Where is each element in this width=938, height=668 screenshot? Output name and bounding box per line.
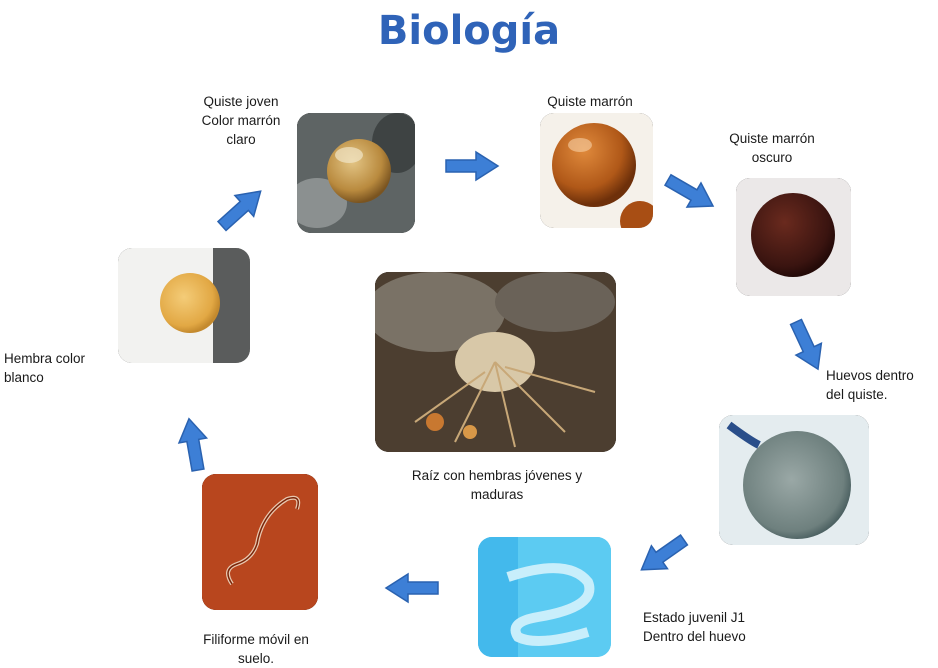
white-female-label: Hembra colorblanco xyxy=(4,349,104,387)
brown-cyst-label: Quiste marrón xyxy=(525,92,655,111)
arrow-brown-to-dark xyxy=(661,168,720,218)
eggs-in-cyst-label: Huevos dentrodel quiste. xyxy=(826,366,938,404)
arrow-young-to-brown xyxy=(446,152,498,180)
juvenile-j1-label: Estado juvenil J1Dentro del huevo xyxy=(643,608,783,646)
brown-cyst-photo xyxy=(540,113,653,228)
root-photo xyxy=(375,272,616,452)
young-cyst-photo xyxy=(297,113,415,233)
mobile-filiform-label: Filiforme móvil ensuelo. xyxy=(186,630,326,668)
arrow-filiform-to-female xyxy=(175,416,212,472)
eggs-in-cyst-photo xyxy=(719,415,869,545)
arrow-j1-to-filiform xyxy=(386,574,438,602)
root-label: Raíz con hembras jóvenes ymaduras xyxy=(382,466,612,504)
mobile-filiform-photo xyxy=(202,474,318,610)
arrow-dark-to-eggs xyxy=(783,316,830,375)
white-female-photo xyxy=(118,248,250,363)
arrow-female-to-young xyxy=(213,181,270,237)
arrow-eggs-to-j1 xyxy=(633,529,692,582)
juvenile-j1-photo xyxy=(478,537,611,657)
dark-brown-cyst-label: Quiste marrónoscuro xyxy=(712,129,832,167)
dark-brown-cyst-photo xyxy=(736,178,851,296)
young-cyst-label: Quiste jovenColor marrónclaro xyxy=(186,92,296,149)
page-title: Biología xyxy=(0,8,938,54)
